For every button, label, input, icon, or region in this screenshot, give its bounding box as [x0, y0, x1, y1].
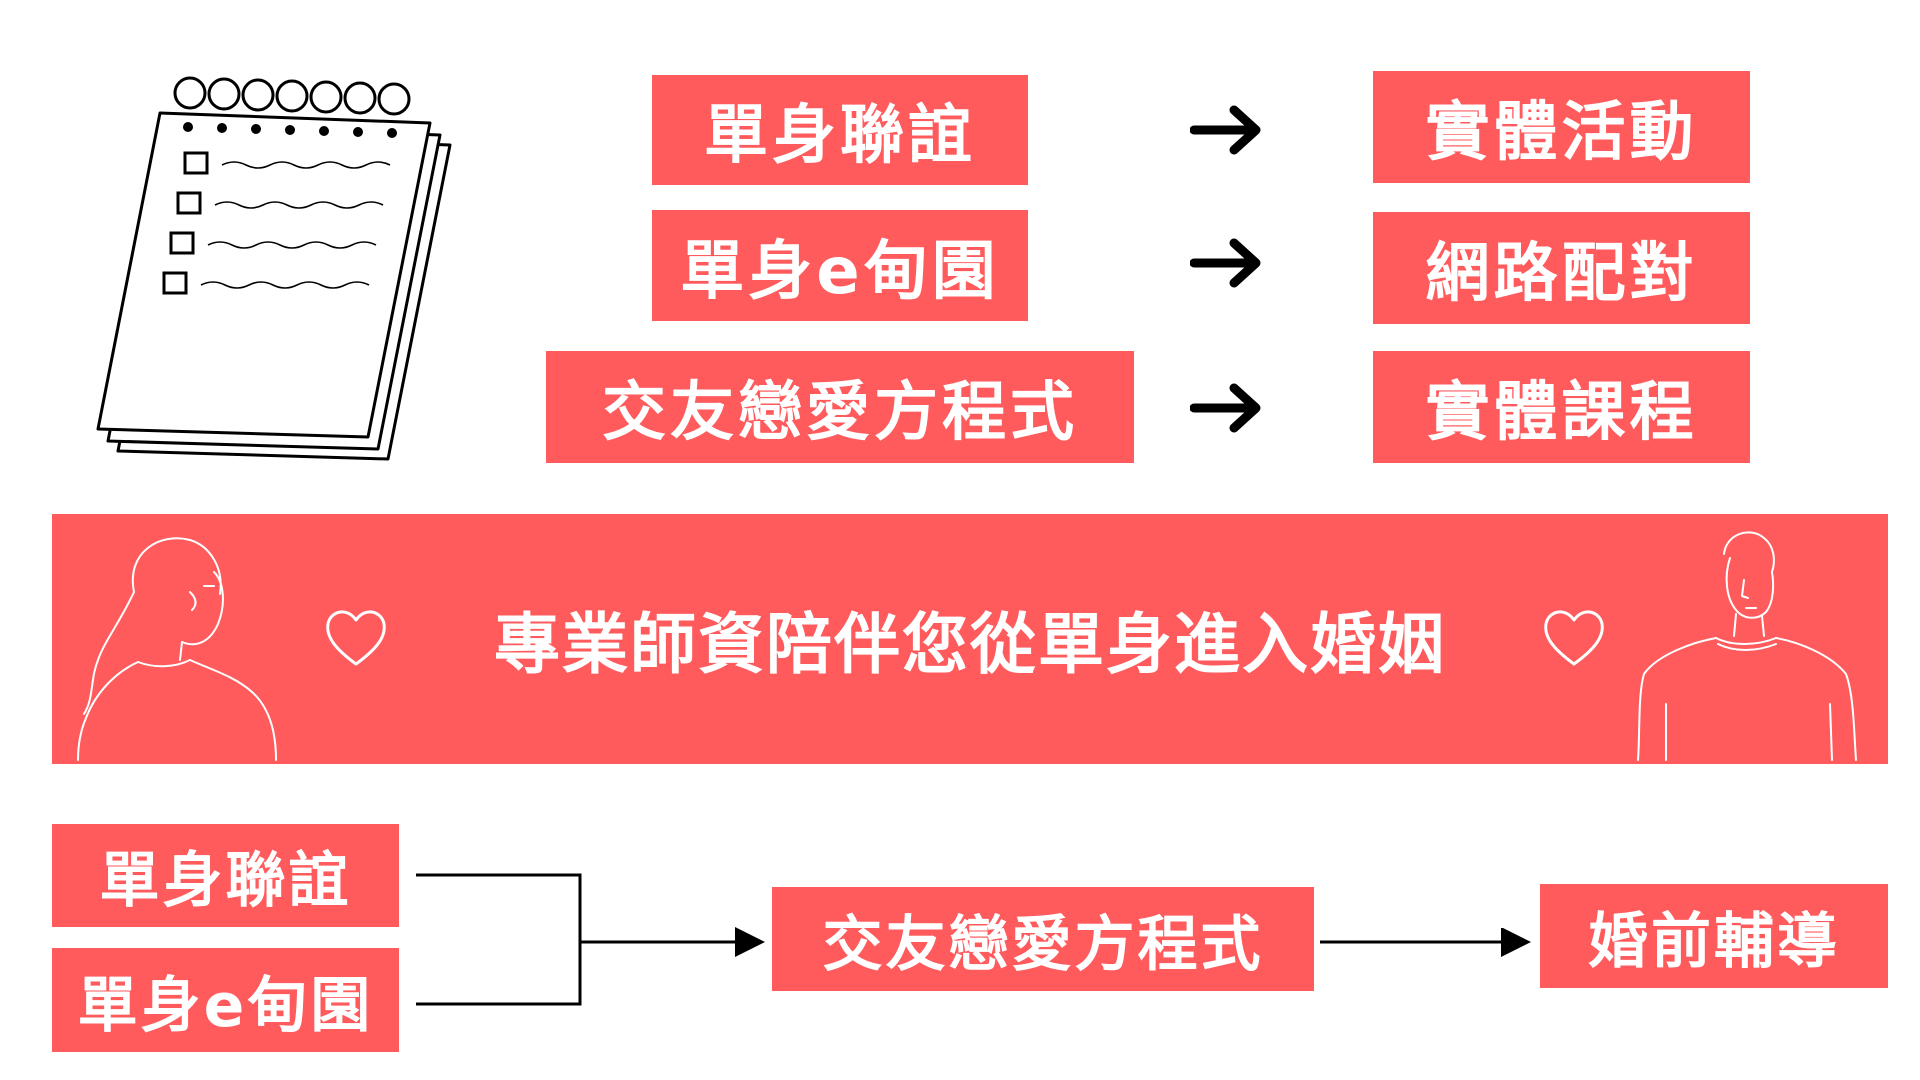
bottom-final-label: 婚前輔導	[1588, 906, 1840, 977]
arrow-right-icon	[1190, 238, 1261, 288]
top-target-label-3: 實體課程	[1425, 376, 1698, 450]
bottom-input-label-b: 單身e甸園	[77, 970, 374, 1041]
final-connector	[1320, 928, 1531, 957]
top-target-label-2: 網路配對	[1425, 237, 1698, 311]
top-source-label-2: 單身e甸園	[680, 234, 1000, 309]
heart-icon	[326, 610, 386, 666]
merge-connector	[416, 873, 765, 1006]
top-target-box-2: 網路配對	[1373, 212, 1750, 324]
top-source-box-2: 單身e甸園	[652, 210, 1028, 321]
top-source-box-3: 交友戀愛方程式	[546, 351, 1134, 463]
banner-text: 專業師資陪伴您從單身進入婚姻	[494, 606, 1446, 683]
top-source-box-1: 單身聯誼	[652, 75, 1028, 185]
bottom-final-box: 婚前輔導	[1540, 884, 1888, 988]
top-target-label-1: 實體活動	[1425, 96, 1698, 170]
top-target-box-1: 實體活動	[1373, 71, 1750, 183]
bottom-middle-label: 交友戀愛方程式	[822, 909, 1264, 980]
bottom-middle-box: 交友戀愛方程式	[772, 887, 1314, 991]
man-illustration	[1637, 531, 1857, 761]
woman-illustration	[77, 537, 277, 761]
top-source-label-1: 單身聯誼	[704, 99, 976, 173]
bottom-input-label-a: 單身聯誼	[99, 846, 352, 916]
banner: 專業師資陪伴您從單身進入婚姻	[52, 514, 1888, 764]
top-target-box-3: 實體課程	[1373, 351, 1750, 463]
arrow-right-icon	[1190, 383, 1261, 433]
arrow-right-icon	[1190, 105, 1261, 155]
bottom-input-box-b: 單身e甸園	[52, 948, 399, 1052]
notepad-checklist-icon	[96, 76, 452, 461]
top-source-label-3: 交友戀愛方程式	[602, 376, 1078, 450]
heart-icon	[1544, 610, 1604, 666]
bottom-input-box-a: 單身聯誼	[52, 824, 399, 927]
